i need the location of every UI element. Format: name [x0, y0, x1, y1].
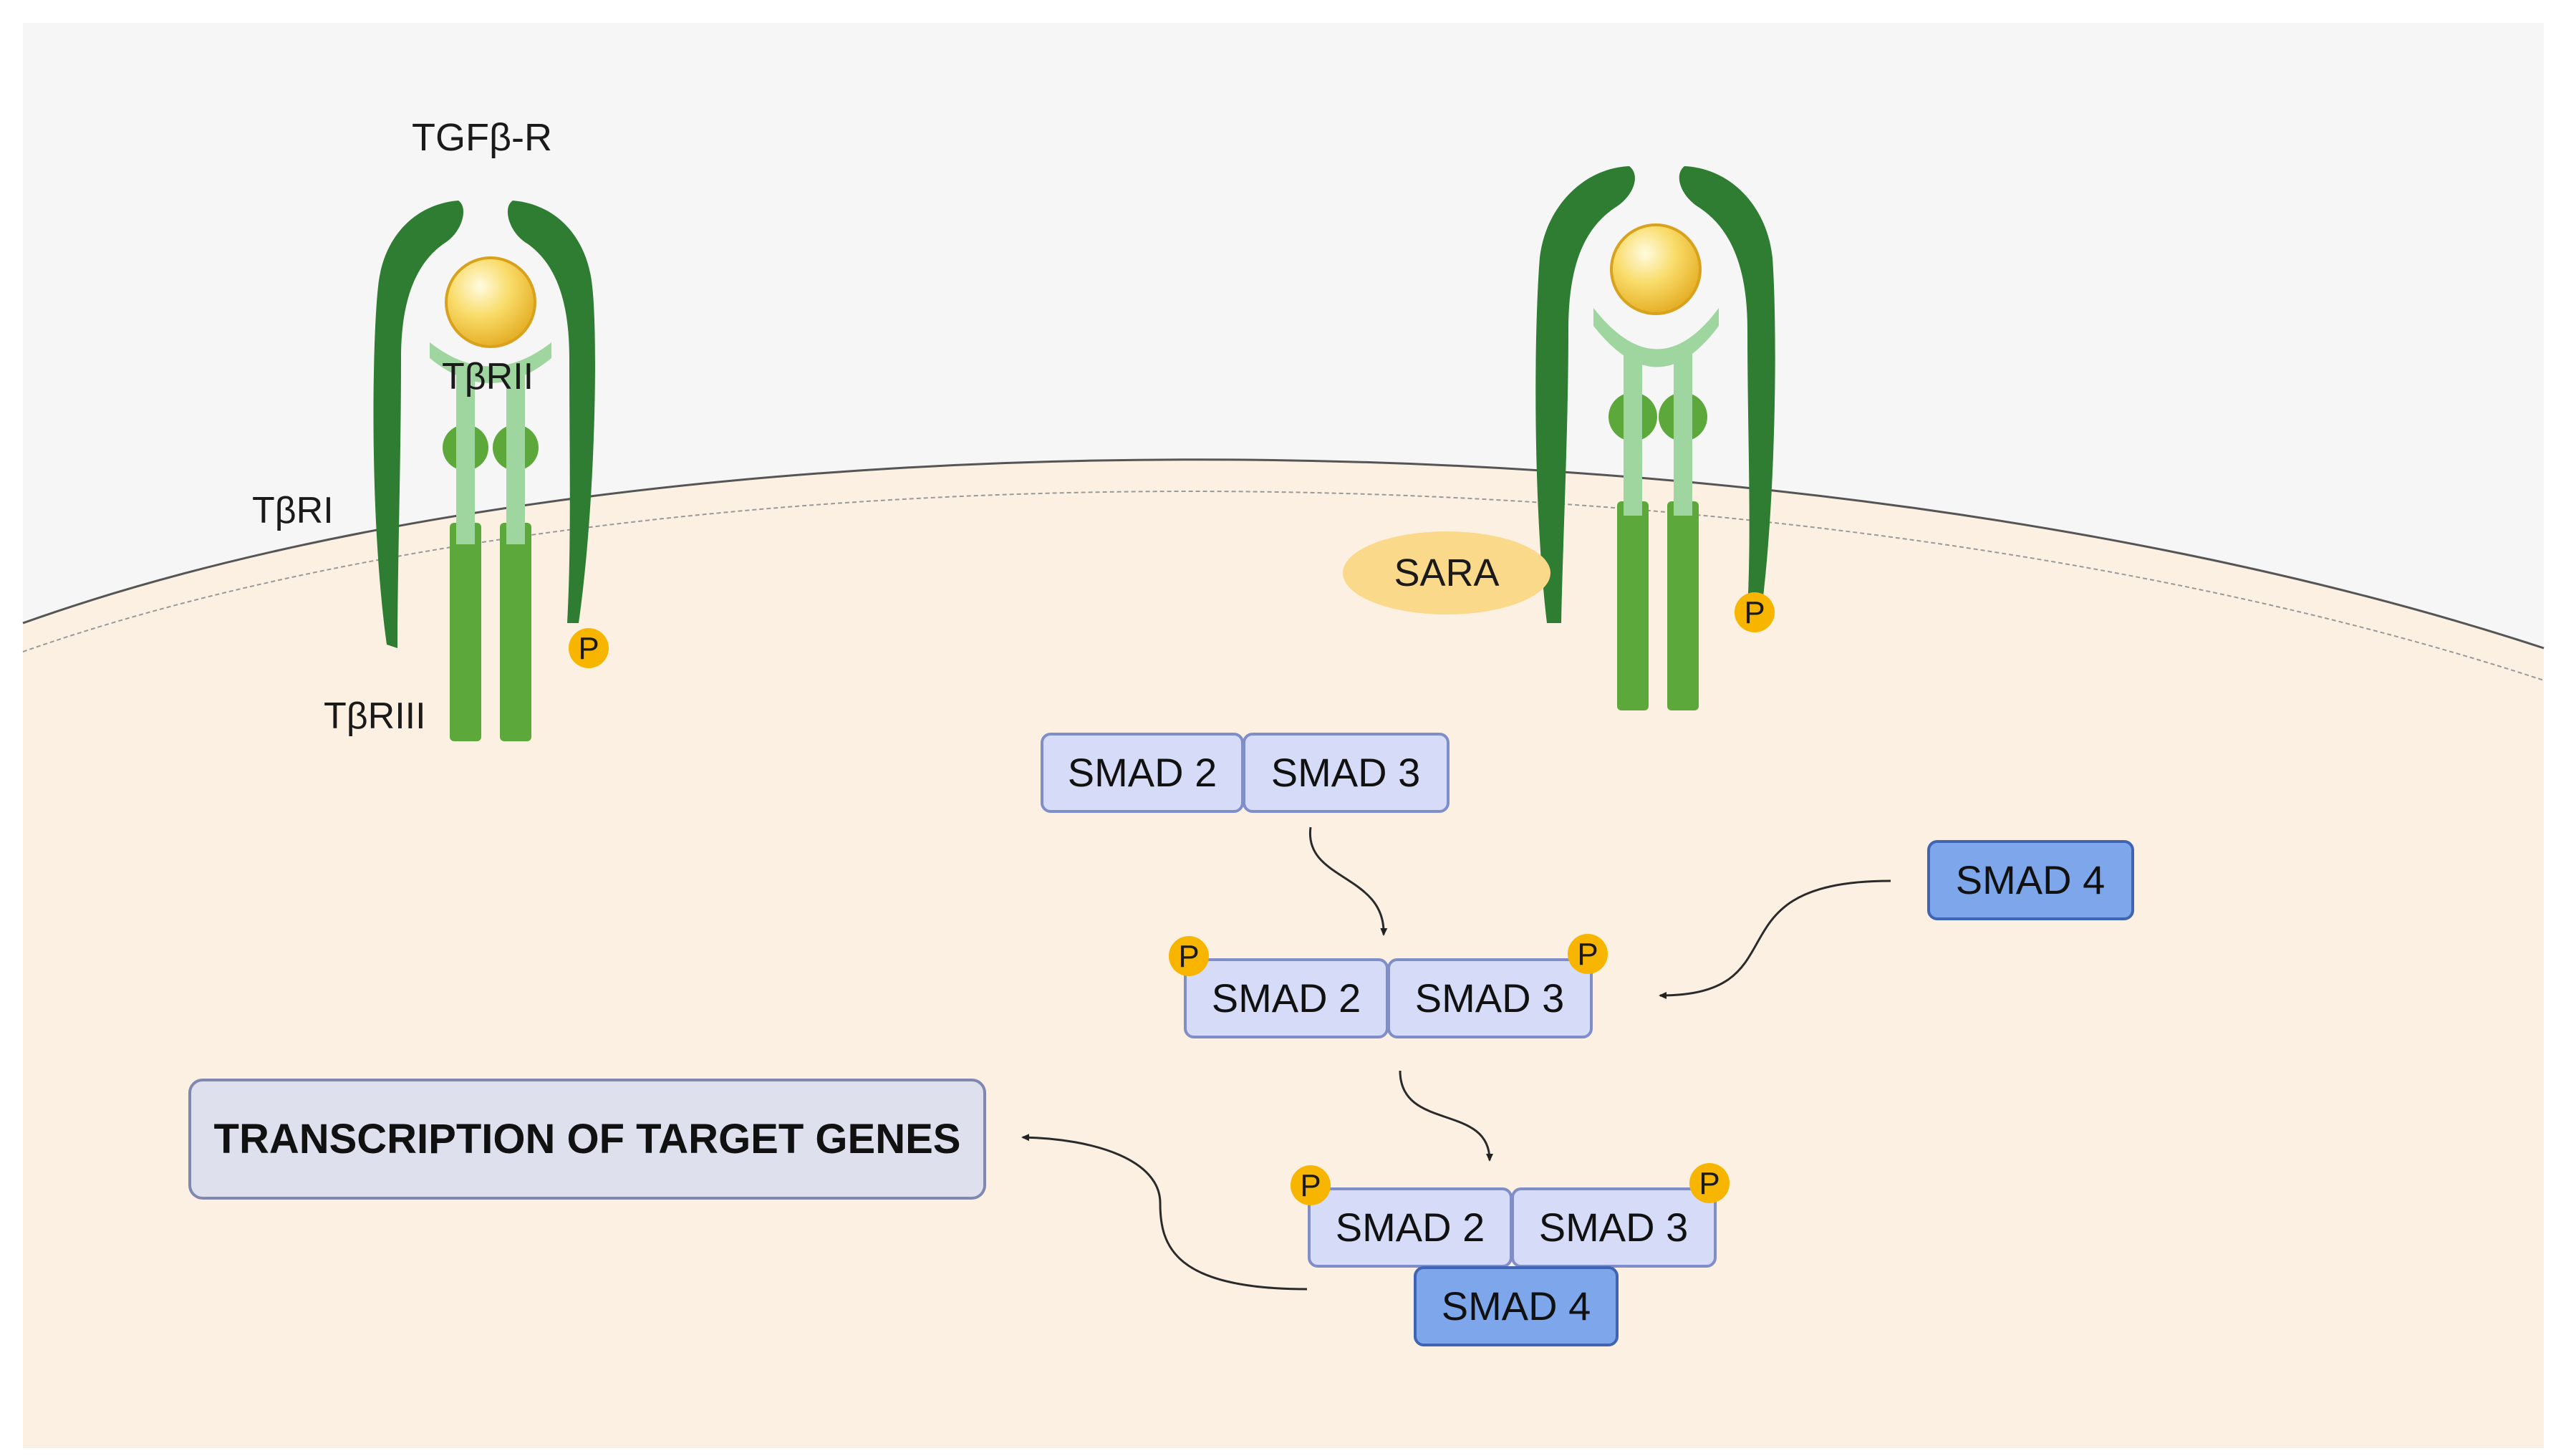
- svg-text:SMAD 4: SMAD 4: [1442, 1283, 1591, 1329]
- label-tbri: TβRI: [252, 490, 334, 531]
- smad2-box-3: SMAD 2: [1308, 1187, 1513, 1268]
- tbrii-knob-stalk-left-b: [506, 423, 525, 544]
- smad3-box-1: SMAD 3: [1243, 733, 1450, 813]
- smad3-box-3: SMAD 3: [1511, 1187, 1717, 1268]
- cell-membrane-outer: [22, 458, 2545, 650]
- tbriii-stalk-right-b: [1667, 501, 1699, 710]
- arrow-phosphorylation: [1308, 826, 1388, 936]
- tbri-arm-left-b: [507, 201, 595, 623]
- tbriii-stalk-left-b: [500, 523, 531, 741]
- label-tgfb-r: TGFβ-R: [412, 116, 552, 159]
- svg-text:SMAD 3: SMAD 3: [1539, 1205, 1689, 1250]
- svg-text:SMAD 2: SMAD 2: [1212, 975, 1361, 1021]
- tbrii-cup-left: [430, 342, 551, 383]
- tbri-arm-left-a: [373, 201, 464, 648]
- arrow-complex-formation: [1399, 1070, 1493, 1162]
- sara-protein: SARA: [1343, 531, 1550, 614]
- phospho-badge-smad3-3: P: [1689, 1163, 1730, 1203]
- smad2-smad3-smad4-complex: SMAD 2 SMAD 3 SMAD 4 P P: [1291, 1163, 1730, 1346]
- phospho-badge-receptor-right: P: [1735, 592, 1775, 632]
- svg-text:SMAD 3: SMAD 3: [1415, 975, 1565, 1021]
- tbrii-knob-stalk-left-a: [456, 423, 475, 544]
- smad2-box-2: SMAD 2: [1184, 958, 1389, 1038]
- svg-text:P: P: [1744, 595, 1765, 630]
- phospho-badge-receptor-left: P: [569, 628, 609, 668]
- tbrii-knob-stalk-right-b: [1674, 392, 1692, 514]
- tbriii-stalk-left-a: [450, 523, 481, 741]
- tbrii-cup-right: [1593, 308, 1719, 367]
- tbri-arm-right-a: [1535, 166, 1635, 623]
- svg-text:SARA: SARA: [1394, 551, 1499, 594]
- svg-text:P: P: [1577, 937, 1598, 972]
- arrow-smad4-recruitment: [1659, 879, 1891, 999]
- phospho-badge-smad2-2: P: [1169, 936, 1209, 976]
- tbriii-stalk-right-a: [1617, 501, 1649, 710]
- svg-text:P: P: [1178, 939, 1199, 974]
- tgfb-ligand-right: [1610, 223, 1702, 315]
- phospho-badge-smad3-2: P: [1568, 934, 1608, 974]
- smad2-box-1: SMAD 2: [1041, 733, 1244, 813]
- svg-text:SMAD 2: SMAD 2: [1068, 750, 1217, 795]
- smad4-box-3: SMAD 4: [1414, 1266, 1619, 1346]
- receptor-complex-right: P: [1535, 166, 1775, 710]
- smad4-box-free: SMAD 4: [1927, 840, 2134, 920]
- svg-text:P: P: [578, 631, 599, 666]
- svg-text:SMAD 4: SMAD 4: [1956, 857, 2106, 902]
- cytoplasm: [23, 459, 2544, 1448]
- cell-membrane-inner: [22, 491, 2545, 681]
- arrow-to-transcription: [1021, 1134, 1308, 1291]
- label-tbriii: TβRIII: [324, 695, 426, 737]
- svg-text:SMAD 2: SMAD 2: [1336, 1205, 1485, 1250]
- transcription-box: TRANSCRIPTION OF TARGET GENES: [188, 1079, 986, 1200]
- phospho-badge-smad2-3: P: [1291, 1165, 1331, 1205]
- svg-text:P: P: [1300, 1168, 1321, 1203]
- svg-text:P: P: [1699, 1166, 1719, 1201]
- smad3-box-2: SMAD 3: [1387, 958, 1593, 1038]
- svg-text:TRANSCRIPTION OF TARGET GENES: TRANSCRIPTION OF TARGET GENES: [214, 1116, 961, 1162]
- label-tbrii: TβRII: [442, 356, 534, 397]
- tbri-arm-right-b: [1679, 166, 1775, 609]
- smad2-smad3-complex-1: SMAD 2 SMAD 3: [1041, 733, 1450, 813]
- receptor-complex-left: P: [373, 201, 609, 741]
- tbrii-knob-stalk-right-a: [1624, 392, 1642, 514]
- smad2-smad3-complex-phospho: SMAD 2 SMAD 3 P P: [1169, 934, 1608, 1038]
- tgfb-ligand-left: [445, 256, 536, 348]
- svg-text:SMAD 3: SMAD 3: [1271, 750, 1421, 795]
